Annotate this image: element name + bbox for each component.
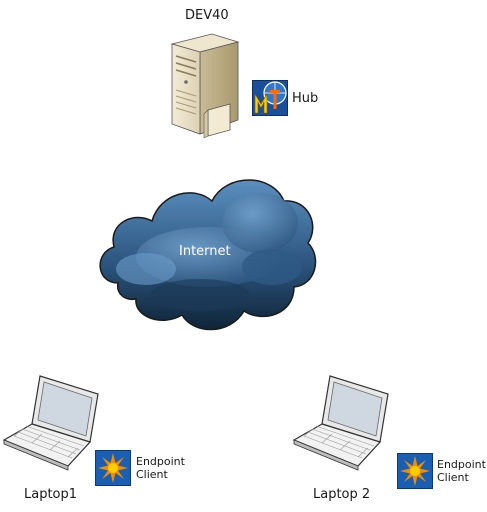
endpoint-client-label: Endpoint Client [136,455,185,481]
sunburst-icon [397,453,433,489]
cloud-label: Internet [179,244,231,259]
endpoint-client-line1: Endpoint [437,458,486,471]
cloud-icon [99,179,317,331]
laptop-icon [292,375,389,471]
endpoint-client-line2: Client [136,468,168,481]
laptop-icon [2,375,99,471]
endpoint-client-line1: Endpoint [136,455,185,468]
laptop1-label: Laptop1 [24,487,78,502]
laptop2-label: Laptop 2 [313,487,371,502]
endpoint-client-label: Endpoint Client [437,458,486,484]
server-label: DEV40 [185,8,229,23]
mt-logo-icon [252,80,288,116]
endpoint-client-line2: Client [437,471,469,484]
hub-label: Hub [292,91,319,106]
sunburst-icon [95,450,131,486]
server-tower-icon [170,33,240,138]
